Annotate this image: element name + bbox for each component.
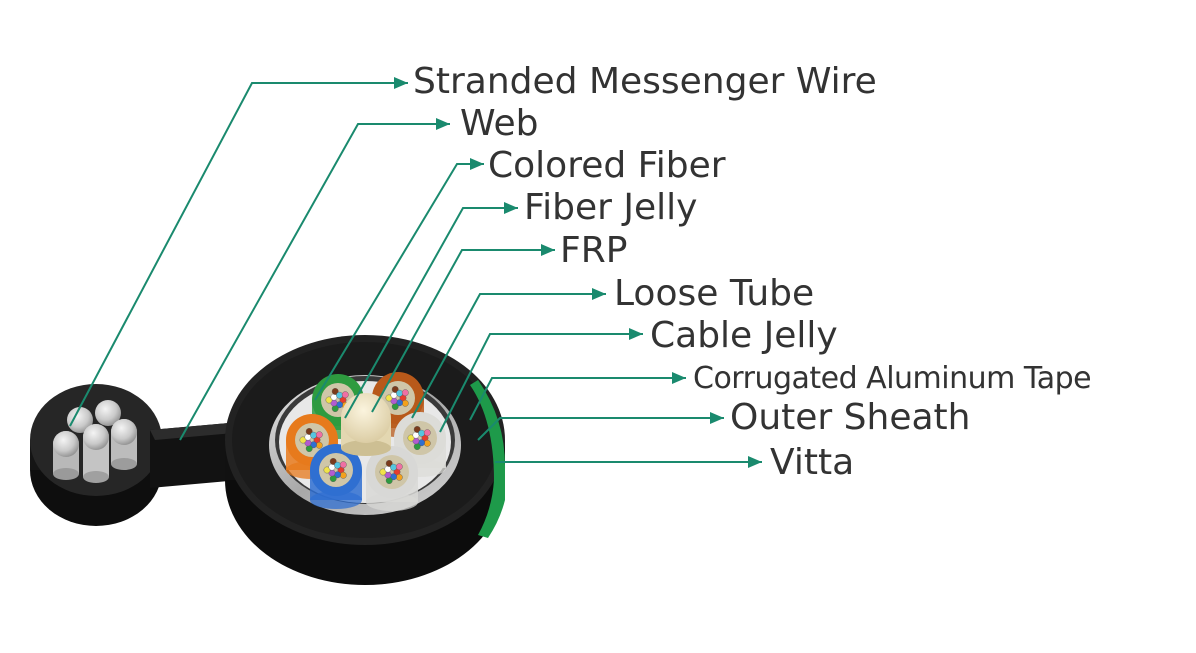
colored-fiber (413, 443, 421, 450)
colored-fiber (315, 431, 323, 439)
colored-fiber (379, 468, 387, 476)
label-stranded-messenger-wire: Stranded Messenger Wire (413, 61, 877, 102)
colored-fiber (331, 388, 339, 395)
leader-line-stranded-messenger-wire (69, 82, 408, 427)
fiber-jelly-5 (319, 453, 353, 487)
colored-fiber (423, 439, 431, 447)
colored-fiber (395, 463, 403, 471)
colored-fiber (329, 458, 337, 465)
fiber-jelly-2 (381, 381, 415, 415)
loose-tube-6 (366, 446, 418, 511)
fiber-jelly-4 (403, 421, 437, 455)
label-web: Web (460, 103, 539, 144)
arrow-head-icon (710, 412, 724, 424)
web-connector (150, 422, 245, 488)
colored-fiber (413, 426, 421, 433)
arrow-head-icon (541, 244, 555, 256)
label-colored-fiber: Colored Fiber (488, 145, 726, 186)
label-corrugated-aluminum-tape: Corrugated Aluminum Tape (693, 361, 1092, 396)
frp-member (341, 393, 391, 456)
stranded-messenger-wires (53, 400, 137, 483)
label-frp: FRP (560, 230, 628, 271)
arrow-head-icon (629, 328, 643, 340)
colored-fiber (418, 429, 425, 437)
leader-line-outer-sheath (477, 417, 724, 441)
fiber-jelly-6 (375, 455, 409, 489)
loose-tubes (286, 372, 446, 511)
colored-fiber (390, 463, 397, 471)
colored-fiber (299, 436, 307, 444)
label-cable-jelly: Cable Jelly (650, 315, 838, 356)
label-fiber-jelly: Fiber Jelly (524, 187, 698, 228)
colored-fiber (310, 431, 317, 439)
arrow-head-icon (672, 372, 686, 384)
colored-fiber (401, 399, 409, 407)
colored-fiber (341, 391, 349, 399)
colored-fiber (331, 405, 339, 412)
label-vitta: Vitta (770, 442, 855, 483)
leader-line-loose-tube (411, 293, 606, 419)
colored-fiber (407, 434, 415, 442)
colored-fiber (339, 471, 347, 479)
leader-line-cable-jelly (439, 333, 643, 433)
colored-fiber (323, 466, 331, 474)
colored-fiber (339, 461, 347, 469)
colored-fiber (336, 391, 343, 399)
colored-fiber (329, 475, 337, 482)
colored-fiber (391, 403, 399, 410)
arrow-head-icon (748, 456, 762, 468)
colored-fiber (325, 396, 333, 404)
leader-line-web (179, 123, 450, 441)
leader-line-corrugated-aluminum-tape (469, 377, 686, 421)
label-loose-tube: Loose Tube (614, 273, 815, 314)
leader-lines (69, 77, 762, 468)
colored-fiber (305, 428, 313, 435)
colored-fiber (385, 460, 393, 467)
vitta-stripe (470, 380, 506, 538)
arrow-head-icon (436, 118, 450, 130)
fiber-jelly-3 (295, 423, 329, 457)
colored-fiber (396, 389, 403, 397)
arrow-head-icon (592, 288, 606, 300)
colored-fiber (391, 386, 399, 393)
colored-fiber (315, 441, 323, 449)
arrow-head-icon (470, 158, 484, 170)
colored-fiber (401, 389, 409, 397)
colored-fiber (385, 477, 393, 484)
colored-fiber (334, 461, 341, 469)
colored-fiber (395, 473, 403, 481)
arrow-head-icon (504, 202, 518, 214)
label-outer-sheath: Outer Sheath (730, 397, 971, 438)
colored-fiber (305, 445, 313, 452)
arrow-head-icon (394, 77, 408, 89)
leader-line-frp (371, 249, 555, 413)
leader-line-fiber-jelly (344, 207, 518, 419)
loose-tube-5 (310, 444, 362, 509)
colored-fiber (423, 429, 431, 437)
colored-fiber (385, 394, 393, 402)
